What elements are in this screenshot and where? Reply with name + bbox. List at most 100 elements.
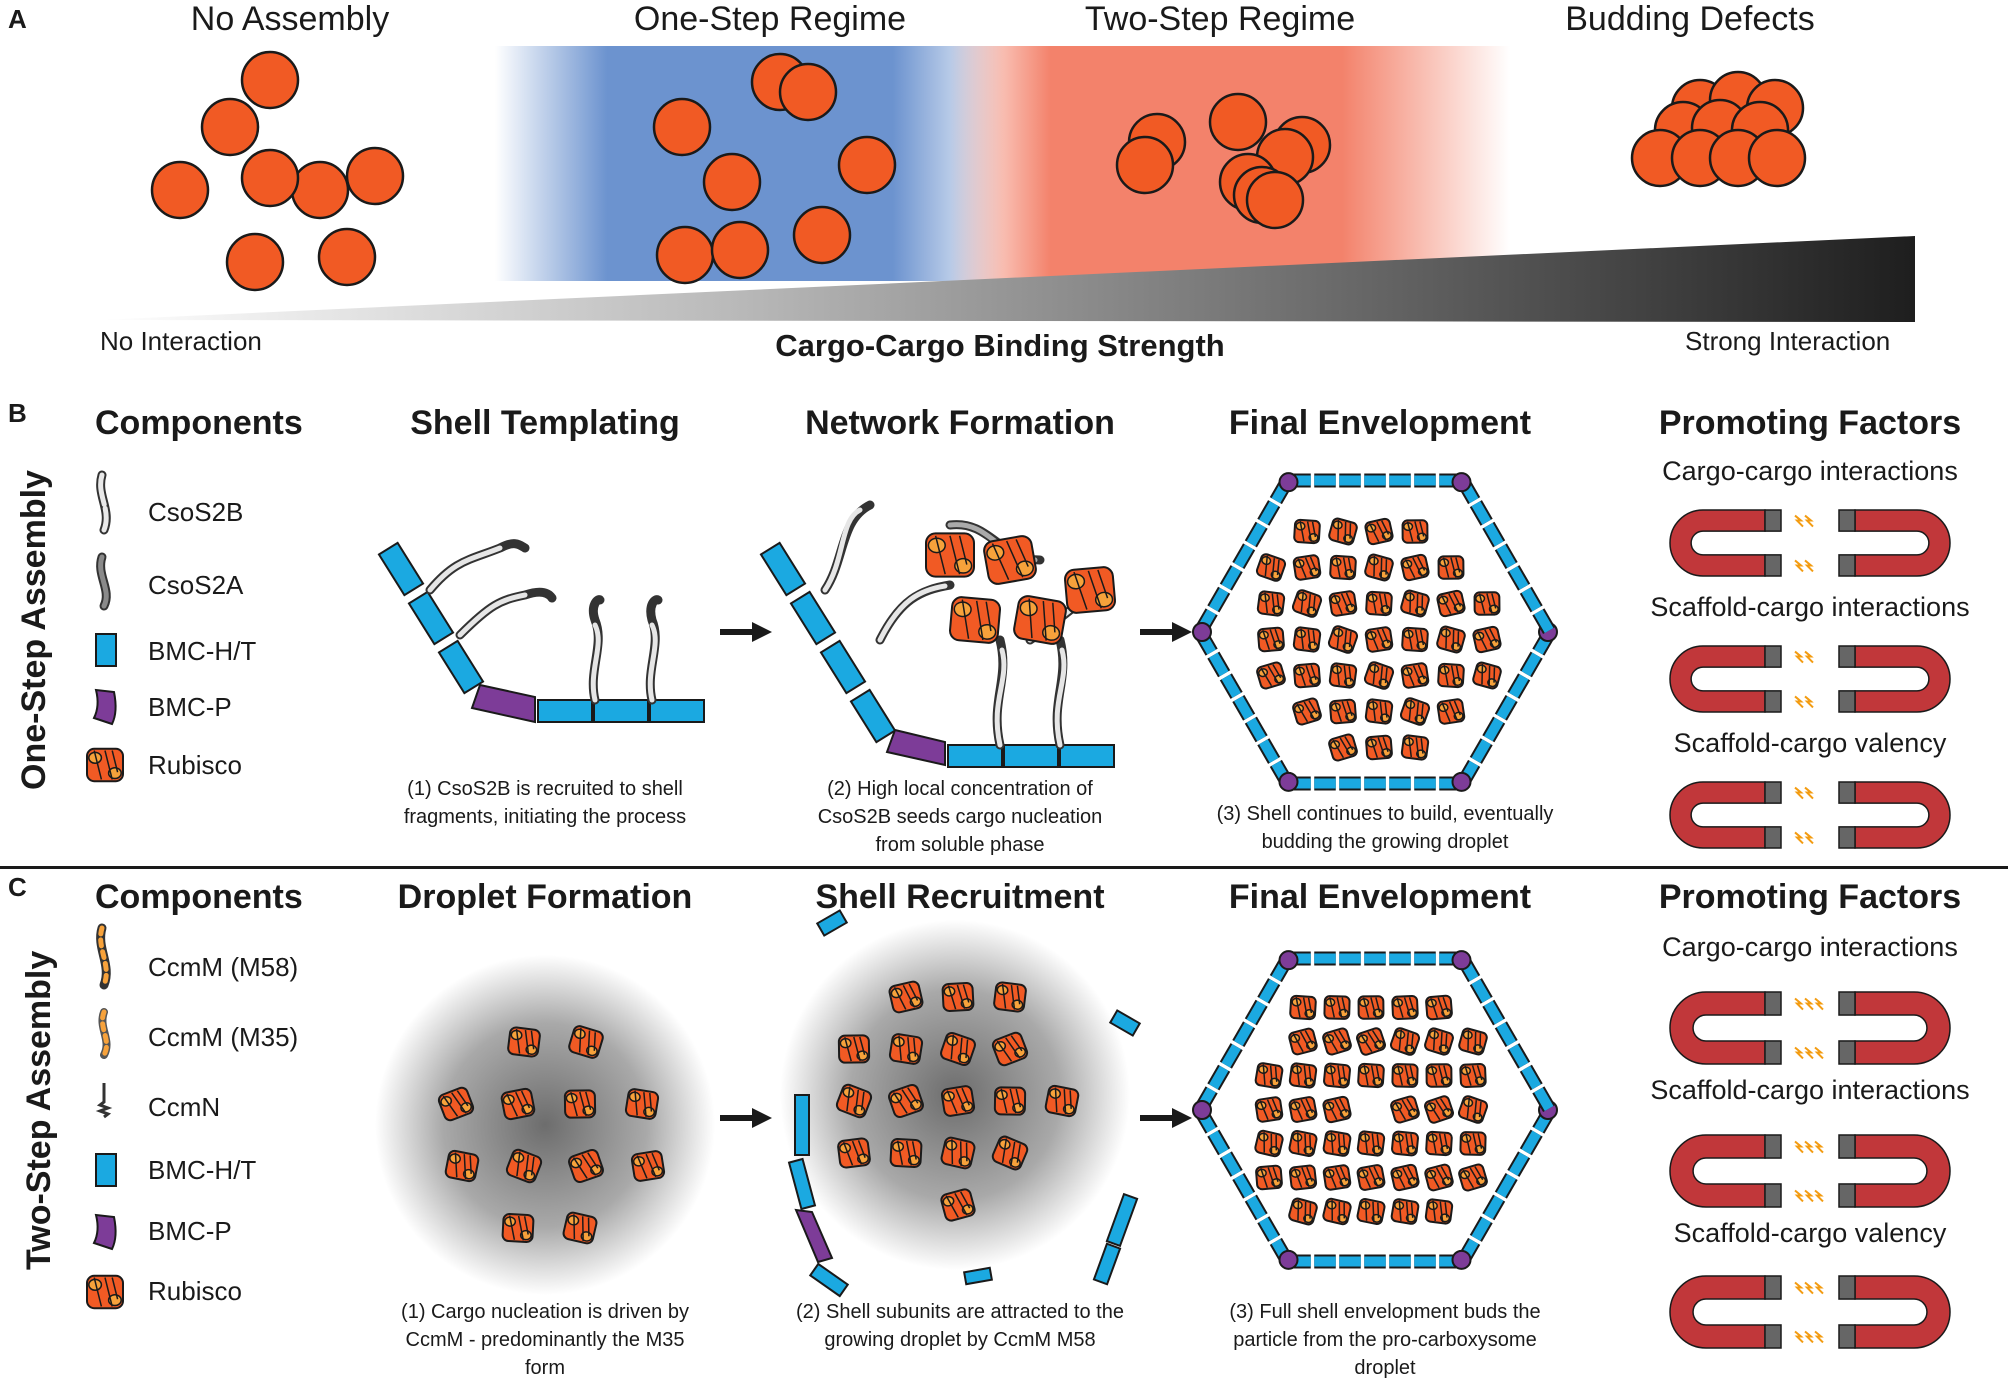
loose-shell-subunits	[787, 909, 1142, 1298]
rubisco-icon	[837, 1034, 871, 1064]
rubisco-icon	[1256, 661, 1286, 690]
step-network-formation: Network Formation	[805, 404, 1115, 442]
rubisco-icon	[1364, 626, 1394, 653]
bmc-ht-tile	[1509, 1044, 1529, 1068]
rubisco-icon	[1365, 590, 1393, 617]
spark-icon	[1794, 695, 1804, 709]
rubisco-icon	[1255, 1164, 1283, 1191]
rubisco-icon	[983, 535, 1037, 585]
cargo-particle	[1208, 92, 1268, 152]
legend-ccmm-m58: CcmM (M58)	[148, 952, 299, 982]
bmc-ht-tile	[1484, 522, 1504, 547]
rubisco-icon	[1400, 734, 1430, 761]
rubisco-icon	[1363, 661, 1395, 690]
rubisco-icon	[568, 1148, 604, 1184]
spark-icon	[1794, 1140, 1804, 1154]
panel-letter-b: B	[8, 398, 27, 428]
rubisco-icon	[1436, 589, 1466, 618]
rubisco-icon	[1328, 590, 1358, 617]
magnet-icon	[1838, 645, 1951, 713]
spark-icon	[1814, 1140, 1824, 1154]
rubisco-icon	[924, 532, 976, 578]
spark-icon	[1794, 1281, 1804, 1295]
rubisco-icon	[1293, 662, 1321, 689]
components-title-b: Components	[95, 404, 303, 442]
rubisco-icon	[1364, 698, 1394, 725]
bmc-ht-glyph-b	[95, 633, 117, 667]
rubisco-icon	[993, 1086, 1027, 1116]
rubisco-icon	[624, 1088, 660, 1120]
rubisco-icon	[1401, 519, 1429, 544]
bmc-ht-tile	[1471, 1217, 1491, 1241]
step-droplet-formation: Droplet Formation	[397, 878, 693, 916]
rubisco-icon	[1044, 1084, 1080, 1118]
rubisco-icon	[1288, 1096, 1318, 1123]
magnet-icon	[1669, 509, 1782, 577]
rubisco-icon	[1459, 1131, 1487, 1156]
rubisco-icon	[507, 1026, 541, 1058]
regime-budding-defects: Budding Defects	[1565, 0, 1815, 38]
rubisco-icon	[1328, 733, 1358, 762]
rubisco-icon	[1289, 994, 1317, 1021]
cargo-particle	[778, 62, 838, 122]
promoting-factors-title-c: Promoting Factors	[1658, 878, 1962, 916]
rubisco-icon	[991, 1135, 1029, 1171]
spark-icon	[1794, 1046, 1804, 1060]
spark-icon	[1814, 997, 1824, 1011]
rubisco-icon	[1437, 555, 1465, 580]
bmc-ht-tile	[1496, 1173, 1516, 1198]
arrow-c-1	[720, 1108, 772, 1128]
rubisco-icon	[86, 1274, 124, 1310]
spark-icon	[1794, 831, 1804, 845]
bmc-ht-tile	[1234, 1022, 1254, 1047]
spark-icon	[1794, 1189, 1804, 1203]
rubisco-icon	[1424, 1027, 1454, 1056]
rubisco-icon	[1328, 517, 1358, 546]
rubisco-glyph-c	[86, 1274, 124, 1310]
rubisco-icon	[1329, 698, 1357, 725]
bmc-ht-tile	[1521, 1130, 1541, 1155]
factor-c-2: Scaffold-cargo interactions	[1650, 1075, 1970, 1105]
spark-icon	[1794, 786, 1804, 800]
panel-letter-a: A	[8, 4, 27, 34]
rubisco-icon	[1364, 517, 1394, 546]
rubisco-glyph-b	[86, 747, 124, 783]
bmc-ht-tile	[1221, 566, 1241, 590]
rubisco-icon	[1436, 698, 1466, 725]
rubisco-icon	[1291, 589, 1323, 618]
rubisco-icon	[1458, 1163, 1488, 1192]
spark-icon	[1804, 831, 1814, 845]
cargo-particle	[317, 227, 377, 287]
spark-icon	[1804, 514, 1814, 528]
spark-icon	[1804, 1189, 1814, 1203]
legend-csos2a: CsoS2A	[148, 570, 244, 600]
bmc-ht-tile	[1259, 979, 1279, 1003]
spark-icon	[1814, 1281, 1824, 1295]
rubisco-icon	[1322, 1095, 1352, 1124]
cargo-particle	[837, 135, 897, 195]
rubisco-icon	[1390, 1198, 1420, 1225]
final-envelopment-shell-c	[1192, 950, 1558, 1270]
bmc-p-tile	[1451, 950, 1472, 971]
rubisco-icon	[1357, 995, 1385, 1020]
rubisco-icon	[437, 1086, 475, 1122]
spark-icon	[1814, 1330, 1824, 1344]
legend-bmc-p-b: BMC-P	[148, 692, 232, 722]
bmc-ht-tile	[1484, 717, 1504, 742]
axis-right-label: Strong Interaction	[1685, 326, 1891, 356]
panel-divider	[0, 866, 2008, 869]
rubisco-icon	[1459, 1063, 1487, 1088]
cargo-particle	[1115, 135, 1175, 195]
factor-b-3: Scaffold-cargo valency	[1673, 728, 1947, 758]
factor-b-1: Cargo-cargo interactions	[1662, 456, 1958, 486]
cargo-particle	[150, 160, 210, 220]
rubisco-icon	[500, 1087, 536, 1121]
rubisco-icon	[1323, 995, 1351, 1020]
rubisco-icon	[1255, 553, 1287, 582]
cargo-particle	[1747, 128, 1807, 188]
arrow-b-1	[720, 622, 772, 642]
arrow-b-2	[1140, 622, 1192, 642]
bmc-p-tile	[1451, 1249, 1472, 1270]
factor-c-1: Cargo-cargo interactions	[1662, 932, 1958, 962]
